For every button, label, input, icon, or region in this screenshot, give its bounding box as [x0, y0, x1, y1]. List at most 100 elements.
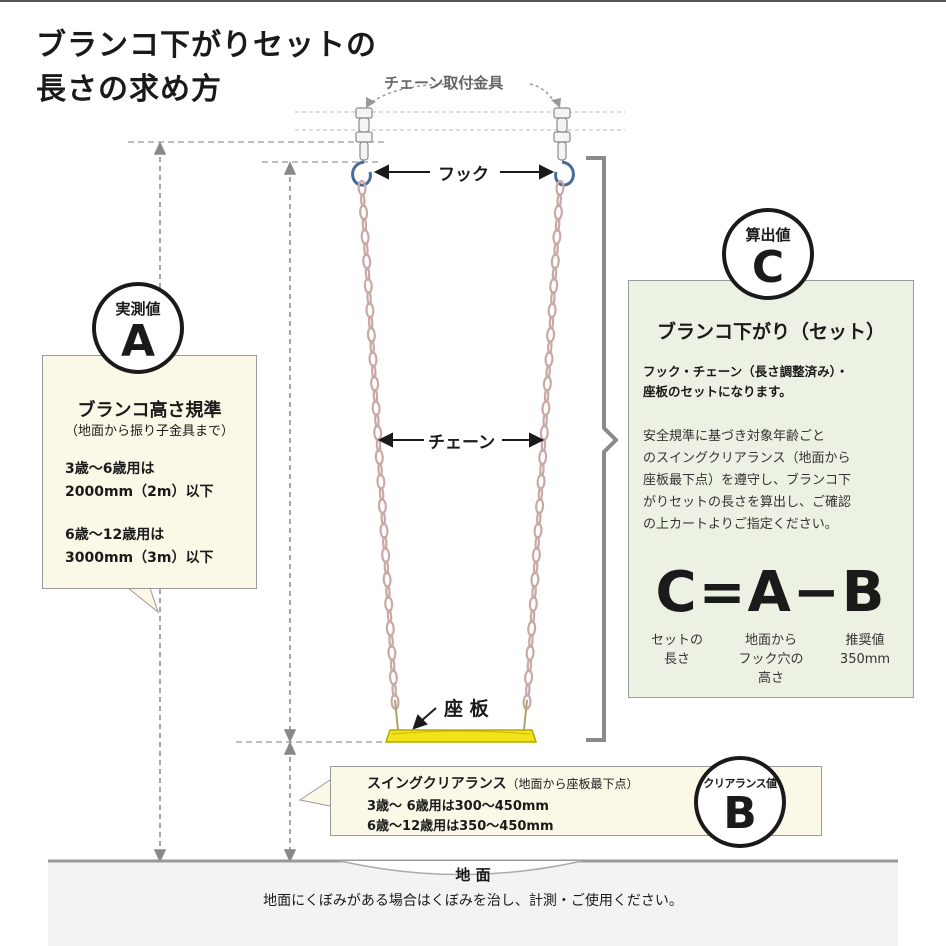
value-c-body-line: 安全規準に基づき対象年齢ごと — [643, 429, 826, 444]
mount-fitting-label: チェーン取付金具 — [384, 74, 504, 92]
formula-c-caption-1: セットの — [650, 633, 703, 648]
value-a-badge: 実測値 A — [92, 282, 184, 374]
chain-link — [546, 326, 556, 343]
chain-link — [552, 228, 562, 246]
arrow-seat — [412, 707, 437, 730]
chain-link — [531, 547, 541, 564]
value-c-badge-label: 算出値 — [745, 226, 791, 244]
chain-link — [533, 522, 543, 539]
value-b-badge: クリアランス値 B — [694, 756, 786, 848]
mount-fitting-right — [553, 107, 571, 161]
chain-link — [535, 498, 545, 515]
chain-link — [528, 596, 538, 613]
value-a-rule1-line2: 2000mm（2m）以下 — [65, 484, 214, 500]
title-line-2: 長さの求め方 — [36, 72, 222, 107]
formula-b-caption-2: 350mm — [839, 652, 891, 667]
chain-link — [359, 204, 369, 221]
chain-link — [366, 326, 376, 343]
formula-a-caption-3: 高さ — [757, 671, 784, 686]
value-c-body-line: のスイングクリアランス（地面から — [643, 451, 851, 466]
chain-link — [527, 620, 537, 637]
value-a-badge-label: 実測値 — [115, 300, 161, 318]
title-line-1: ブランコ下がりセットの — [36, 28, 377, 63]
chain-link — [362, 253, 372, 270]
value-b-rule1: 3歳〜 6歳用は300〜450mm — [367, 799, 549, 814]
formula-c-caption-2: 長さ — [663, 652, 690, 667]
value-b-badge-label: クリアランス値 — [703, 777, 777, 790]
formula-a-caption: 地面から フック穴の 高さ — [727, 631, 815, 688]
value-c-heading: ブランコ下がり（セット） — [656, 321, 885, 343]
value-c-box: ブランコ下がり（セット） フック・チェーン（長さ調整済み）・ 座板のセットになり… — [628, 280, 914, 698]
chain-link — [376, 473, 386, 490]
value-a-letter: A — [120, 316, 156, 367]
value-c-letter: C — [751, 242, 785, 293]
chain-link — [549, 277, 559, 294]
dimension-line-c — [283, 161, 297, 743]
value-a-box: ブランコ高さ規準 （地面から振り子金具まで） 3歳〜6歳用は 2000mm（2m… — [42, 355, 257, 589]
value-c-badge: 算出値 C — [722, 208, 814, 300]
chain-link — [371, 400, 381, 417]
mount-fitting-left — [355, 107, 373, 161]
chain-right — [522, 179, 565, 711]
arrow-mount-right-head — [551, 98, 561, 108]
callout-tail-b — [298, 779, 331, 807]
chain-link — [374, 449, 384, 466]
formula-expression: C=A−B — [655, 560, 887, 625]
value-b-heading-note: （地面から座板最下点） — [506, 777, 639, 791]
ground — [48, 859, 898, 946]
chain-link — [550, 253, 560, 270]
chain-link — [385, 620, 395, 637]
chain-link — [387, 644, 397, 662]
chain-link — [538, 449, 548, 466]
chain-link — [368, 351, 378, 368]
ground-label: 地 面 — [455, 866, 491, 884]
hook-right — [554, 160, 575, 187]
chain-link — [377, 498, 387, 515]
chain-link — [365, 302, 375, 319]
chain-link — [370, 375, 380, 392]
value-a-rule2-line2: 3000mm（3m）以下 — [65, 550, 214, 566]
chain-link — [363, 277, 373, 294]
chain-link — [553, 204, 563, 221]
value-a-rule2-line1: 6歳〜12歳用は — [65, 527, 165, 543]
formula-b-caption-1: 推奨値 — [845, 633, 885, 648]
chain-link — [357, 179, 367, 197]
measure-guide-lines — [128, 141, 392, 743]
value-c-body-line: 座板最下点）を遵守し、ブランコ下 — [643, 473, 852, 488]
seat-rods — [394, 699, 528, 731]
chain-link — [539, 424, 549, 441]
value-c-desc-line2: 座板のセットになります。 — [643, 384, 792, 399]
value-b-letter: B — [723, 788, 757, 839]
value-c-desc-line1: フック・チェーン（長さ調整済み）・ — [643, 364, 849, 379]
callout-tail-a — [127, 587, 160, 614]
chain-label: チェーン — [428, 433, 496, 453]
value-c-body-line: がりセットの長さを算出し、ご確認 — [643, 495, 852, 510]
arrow-chain — [377, 432, 545, 448]
value-a-subheading: （地面から振り子金具まで） — [64, 424, 234, 439]
chain-link — [379, 522, 389, 539]
chain-left — [357, 179, 400, 711]
chain-link — [381, 547, 391, 564]
seat-label: 座 板 — [444, 698, 489, 720]
chain-link — [388, 669, 398, 686]
formula-c-caption: セットの 長さ — [635, 631, 719, 669]
chain-link — [382, 571, 392, 588]
formula-a-caption-1: 地面から — [744, 633, 797, 648]
bracket-c — [586, 156, 619, 742]
hook-label: フック — [438, 165, 489, 185]
value-b-heading-row: スイングクリアランス（地面から座板最下点） — [367, 773, 638, 793]
chain-link — [536, 473, 546, 490]
chain-link — [384, 596, 394, 613]
chain-link — [525, 644, 535, 662]
value-a-rule1-line1: 3歳〜6歳用は — [65, 461, 155, 477]
dimension-line-b — [283, 741, 297, 863]
ceiling-reference-lines — [295, 111, 625, 131]
arrow-mount-left-head — [366, 97, 376, 108]
chain-link — [542, 375, 552, 392]
formula-a-caption-2: フック穴の — [738, 652, 804, 667]
formula-b-caption: 推奨値 350mm — [823, 631, 907, 669]
chain-link — [544, 351, 554, 368]
chain-link — [373, 424, 383, 441]
chain-link — [524, 669, 534, 686]
